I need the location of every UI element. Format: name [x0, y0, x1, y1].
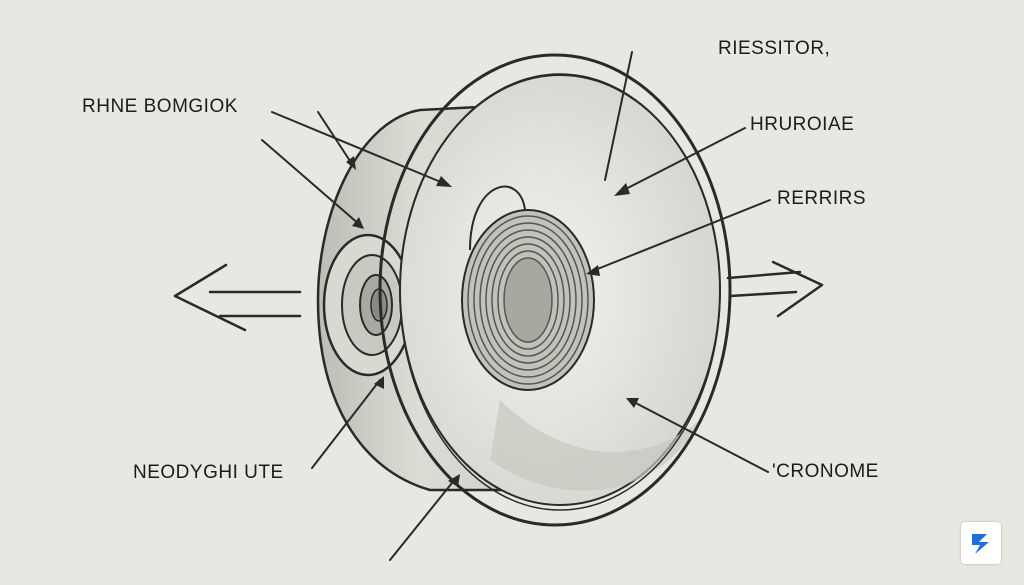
- corner-logo-icon: [961, 522, 1001, 564]
- voice-coil: [461, 185, 595, 391]
- right-arrow-icon: [726, 260, 824, 318]
- label-rerrirs: RERRIRS: [777, 188, 867, 209]
- speaker-rim-outer: [378, 53, 732, 527]
- speaker-rim-inner: [399, 73, 721, 511]
- label-hruroiae: HRUROIAE: [750, 114, 855, 135]
- label-neodyghi-ute: NEODYGHI UTE: [133, 462, 284, 483]
- left-arrow-icon: [173, 263, 302, 332]
- label-riessitor: RIESSITOR,: [718, 38, 831, 59]
- cone-shadow: [490, 400, 700, 491]
- leader-lines: [261, 51, 771, 561]
- label-cronome: 'CRONOME: [772, 461, 879, 482]
- label-rhne-bomgiok: RHNE BOMGIOK: [82, 96, 238, 117]
- leader-arrowheads: [346, 156, 639, 487]
